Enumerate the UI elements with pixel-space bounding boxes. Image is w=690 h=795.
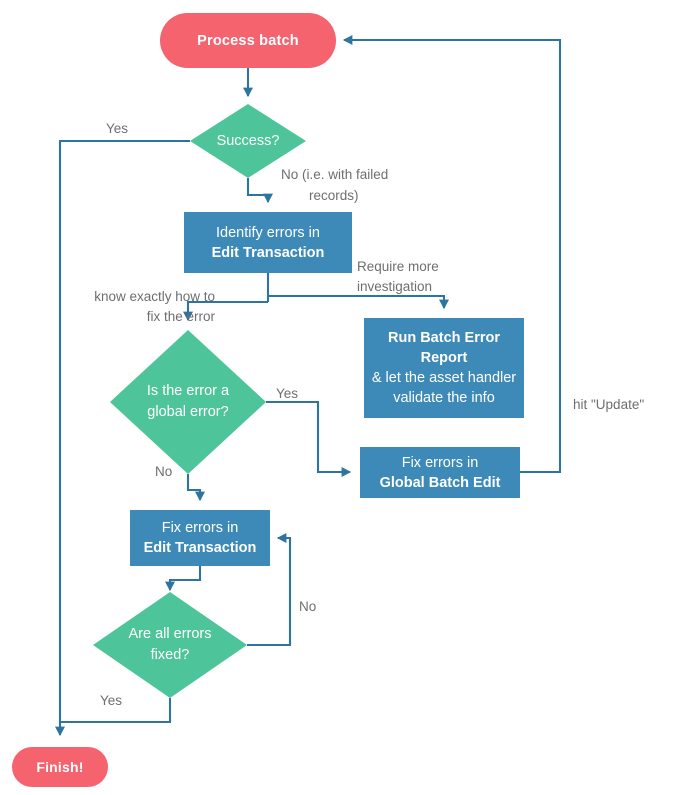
node-all-errors-fixed-decision[interactable]: Are all errors fixed? [93,592,247,698]
node-batch-error-report[interactable]: Run Batch Error Report & let the asset h… [364,318,524,418]
edge-global-no-to-fix [186,474,205,502]
node-all-errors-fixed-line2: fixed? [150,647,190,663]
node-identify-errors-line2: Edit Transaction [211,244,325,261]
edge-label-require-investigation-line1: Require more [357,259,439,274]
node-fix-edit-transaction-line1: Fix errors in [161,520,239,536]
node-batch-error-report-line1: Run Batch Error Report [388,330,500,366]
node-finish-label: Finish! [36,759,84,775]
edge-label-global-yes: Yes [276,386,299,401]
node-global-error-line2: global error? [147,404,229,420]
node-batch-error-report-line3: validate the info [393,390,495,406]
node-batch-error-report-line2: & let the asset handler [371,370,517,386]
node-global-batch-edit-line1: Fix errors in [401,454,479,471]
edge-success-yes-to-finish [55,139,190,737]
node-success-label: Success? [216,132,280,149]
edge-label-global-no: No [155,464,173,479]
edge-label-know-how-line2: fix the error [146,309,215,324]
node-global-batch-edit[interactable]: Fix errors in Global Batch Edit [360,447,520,498]
edge-label-know-how-line1: know exactly how to [94,289,215,304]
node-fix-edit-transaction-line2: Edit Transaction [143,540,257,556]
edge-success-no-to-identify [246,178,273,204]
edge-label-success-yes: Yes [106,121,129,136]
edge-label-require-investigation-line2: investigation [357,279,433,294]
node-identify-errors[interactable]: Identify errors in Edit Transaction [184,212,352,273]
node-finish[interactable]: Finish! [12,747,108,787]
node-success-decision[interactable]: Success? [190,104,306,178]
edge-identify-to-report [268,294,449,310]
edge-label-all-fixed-yes: Yes [100,693,123,708]
edge-label-success-no-line2: records) [309,188,359,203]
node-global-batch-edit-line2: Global Batch Edit [379,474,501,491]
node-process-batch-label: Process batch [197,32,299,49]
edge-global-yes-to-batch-edit [266,400,352,477]
node-all-errors-fixed-line1: Are all errors [128,626,212,643]
edge-fix-to-all-fixed [165,566,202,592]
edge-identify-to-global-decision [183,300,268,322]
node-fix-edit-transaction[interactable]: Fix errors in Edit Transaction [130,510,270,566]
edge-label-hit-update: hit "Update" [573,397,645,412]
edge-all-fixed-no-loop [247,533,292,647]
edge-all-fixed-yes-to-finish [60,698,172,724]
edge-label-all-fixed-no: No [299,599,317,614]
node-global-error-line1: Is the error a [146,383,230,400]
node-identify-errors-line1: Identify errors in [216,224,320,241]
edge-batch-edit-to-start [342,35,562,474]
node-process-batch[interactable]: Process batch [160,13,336,68]
node-global-error-decision[interactable]: Is the error a global error? [110,330,266,474]
edge-label-success-no-line1: No (i.e. with failed [281,167,389,182]
